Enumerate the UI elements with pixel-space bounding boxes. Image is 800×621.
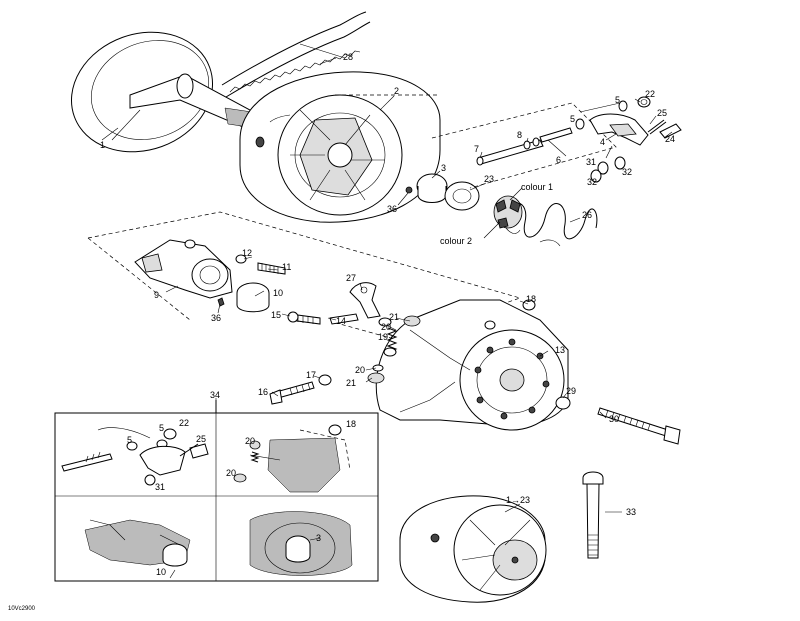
inset-callout-5-left: 5 <box>127 435 132 445</box>
callout-31: 31 <box>586 157 596 167</box>
callout-8: 8 <box>517 130 522 140</box>
callout-5-upper: 5 <box>615 95 620 105</box>
callout-29: 29 <box>566 386 576 396</box>
callout-20-lower: 20 <box>355 365 365 375</box>
callout-20-upper: 20 <box>381 322 391 332</box>
inset-callout-31: 31 <box>155 482 165 492</box>
callout-26: 26 <box>582 210 592 220</box>
complete-assembly <box>399 495 547 603</box>
inset-callout-20-upper: 20 <box>245 436 255 446</box>
callout-32-right: 32 <box>622 167 632 177</box>
callout-23: 23 <box>484 174 494 184</box>
sliding-sheave <box>239 71 441 223</box>
callout-2: 2 <box>394 86 399 96</box>
roller-arm-group <box>431 96 682 189</box>
inset-callout-22: 22 <box>179 418 189 428</box>
callout-33: 33 <box>626 507 636 517</box>
inset-callouts: 5 5 22 25 31 18 20 20 3 10 <box>127 418 356 577</box>
colour-2-label: colour 2 <box>440 236 472 246</box>
callout-36-lower: 36 <box>211 313 221 323</box>
callout-34: 34 <box>210 390 220 400</box>
inset-callout-5-right: 5 <box>159 423 164 433</box>
callout-10: 10 <box>273 288 283 298</box>
callout-9: 9 <box>154 290 159 300</box>
callout-24: 24 <box>665 134 675 144</box>
callout-13: 13 <box>555 345 565 355</box>
callout-5-lower: 5 <box>570 114 575 124</box>
inset-callout-20-lower: 20 <box>226 468 236 478</box>
callout-15: 15 <box>271 310 281 320</box>
callout-19: 19 <box>378 332 388 342</box>
callout-17: 17 <box>306 370 316 380</box>
inset-callout-10: 10 <box>156 567 166 577</box>
fixed-sheave <box>70 31 256 153</box>
main-housing <box>269 299 681 445</box>
inset-callout-18: 18 <box>346 419 356 429</box>
colour-1-label: colour 1 <box>521 182 553 192</box>
callout-1: 1 <box>100 140 105 150</box>
callout-14: 14 <box>336 316 346 326</box>
callout-16: 16 <box>258 387 268 397</box>
housing-bolt-holes <box>474 338 550 420</box>
callout-32-left: 32 <box>587 177 597 187</box>
colour-annotations: colour 1 colour 2 <box>440 182 553 246</box>
detail-inset-panel <box>54 400 379 582</box>
callout-7: 7 <box>474 144 479 154</box>
callout-36-upper: 36 <box>387 204 397 214</box>
drive-belt <box>221 11 371 98</box>
callout-18: 18 <box>526 294 536 304</box>
callout-3: 3 <box>441 163 446 173</box>
callout-22: 22 <box>645 89 655 99</box>
callout-6: 6 <box>556 155 561 165</box>
part-callouts: 1 2 3 4 5 5 6 7 8 9 10 11 12 13 14 15 16… <box>100 52 675 517</box>
callout-21-lower: 21 <box>346 378 356 388</box>
governor-cup-group <box>87 186 522 341</box>
drawing-code: 10Vc2900 <box>8 606 36 612</box>
inset-callout-25: 25 <box>196 434 206 444</box>
callout-12: 12 <box>242 248 252 258</box>
bushing-washer-spring <box>416 173 598 247</box>
long-bolt <box>582 471 622 559</box>
callout-21-upper: 21 <box>389 312 399 322</box>
callout-30: 30 <box>609 414 619 424</box>
inset-callout-3: 3 <box>316 533 321 543</box>
callout-1-to-23: 1→23 <box>506 495 530 505</box>
callout-4: 4 <box>600 137 605 147</box>
callout-11: 11 <box>282 262 291 272</box>
leader-lines <box>101 57 673 513</box>
callout-28: 28 <box>343 52 353 62</box>
callout-25: 25 <box>657 108 667 118</box>
callout-27: 27 <box>346 273 356 283</box>
